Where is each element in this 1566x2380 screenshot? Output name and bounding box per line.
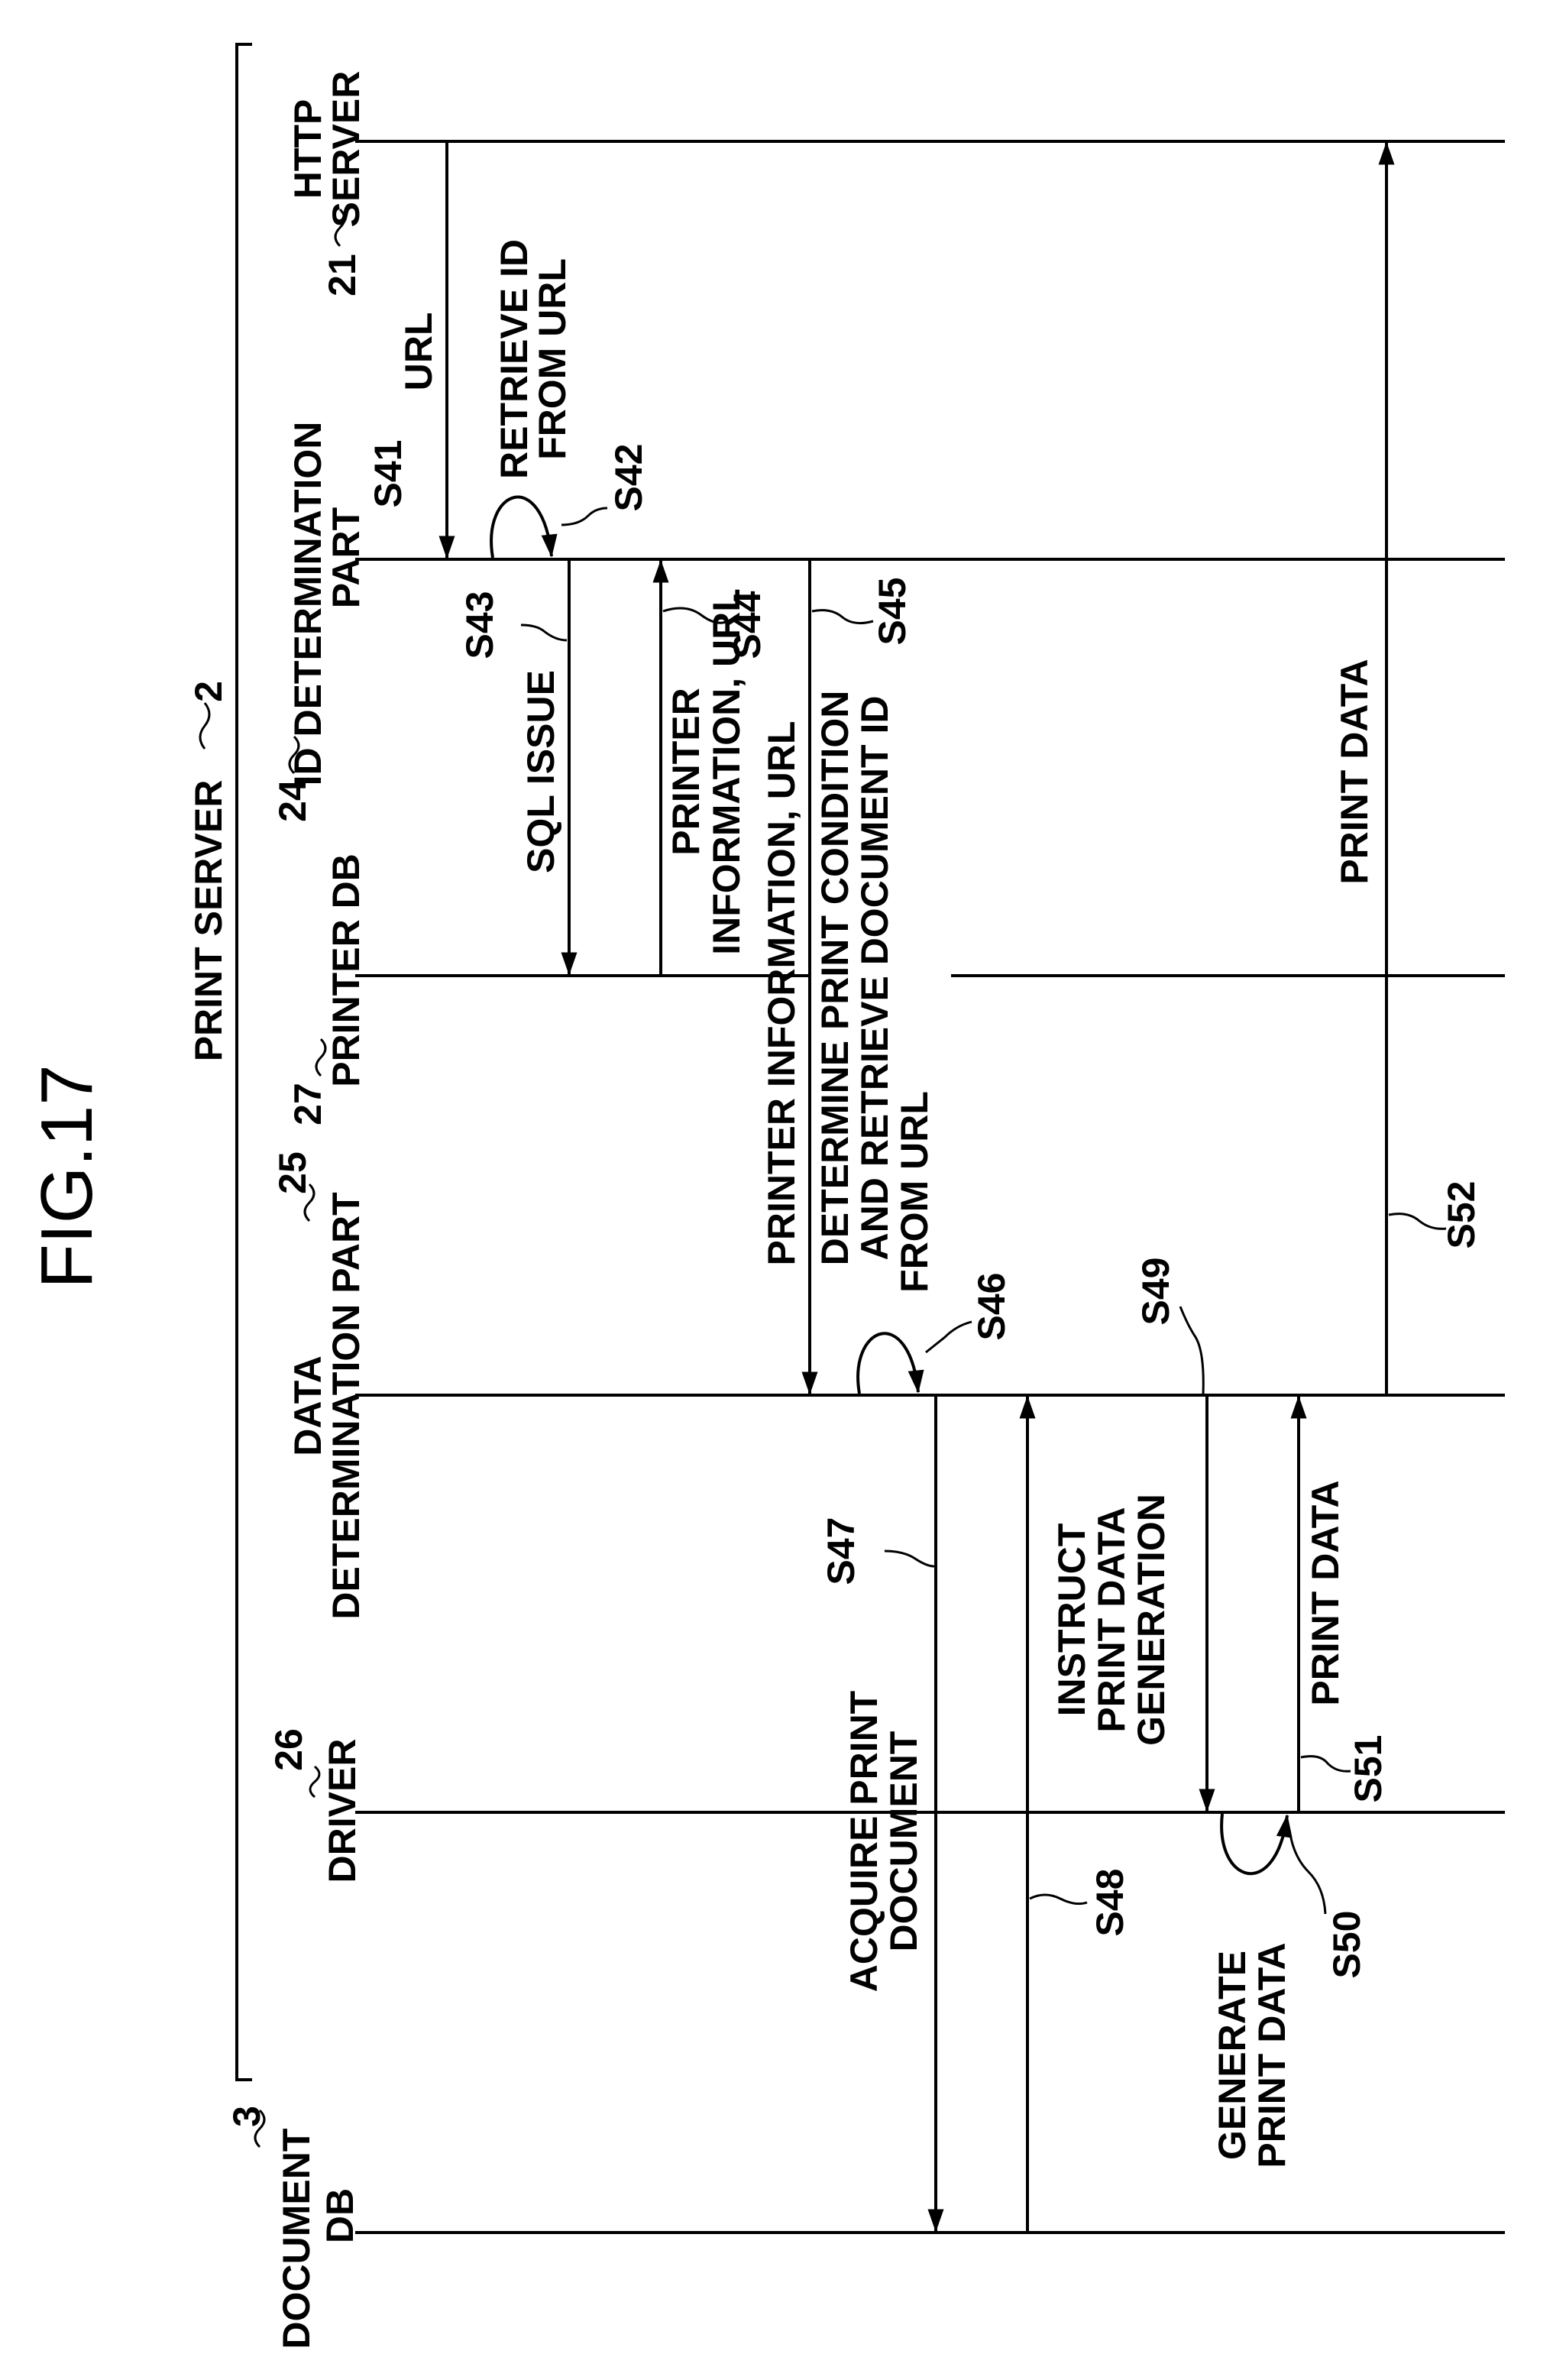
lane-ref-driver: 26	[267, 1728, 310, 1771]
step-s52-label: PRINT DATA	[1333, 659, 1376, 884]
step-s42-label-2: FROM URL	[531, 258, 574, 460]
step-s48-leader	[1029, 1893, 1088, 1906]
lane-ref-leader-printer-db	[315, 1038, 327, 1077]
step-s43-id: S43	[458, 591, 501, 659]
step-s46-label-2: AND RETRIEVE DOCUMENT ID	[853, 696, 896, 1261]
step-s52-leader	[1388, 1213, 1447, 1230]
lane-ref-leader-driver	[309, 1765, 321, 1799]
step-s47-label-1: ACQUIRE PRINT	[843, 1691, 885, 1992]
print-server-bracket	[235, 43, 252, 2081]
figure-title: FIG.17	[26, 1064, 108, 1288]
step-s44-label-2: INFORMATION, URL	[705, 588, 748, 955]
group-label: PRINT SERVER	[187, 780, 230, 1062]
loop-s50	[1220, 1813, 1293, 1876]
lane-ref-http-server: 21	[321, 254, 364, 296]
step-s46-label-1: DETERMINE PRINT CONDITION	[814, 691, 856, 1266]
group-ref: 2	[187, 681, 230, 702]
step-s47-leader	[884, 1549, 935, 1568]
lane-ref-leader-http-server	[334, 208, 346, 248]
step-s50-label-2: PRINT DATA	[1251, 1942, 1293, 2168]
step-s43-leader	[520, 623, 568, 642]
lane-label-document-db-1: DOCUMENT	[275, 2129, 318, 2349]
lane-label-driver: DRIVER	[321, 1739, 364, 1883]
step-s41-label: URL	[397, 312, 440, 391]
step-s45-label: PRINTER INFORMATION, URL	[760, 721, 803, 1266]
lane-ref-leader-document-db	[254, 2109, 266, 2148]
loop-s46	[856, 1332, 924, 1394]
step-s51-leader	[1300, 1755, 1351, 1773]
loop-s42	[490, 495, 558, 559]
step-s46-leader	[925, 1320, 972, 1354]
step-s52-id: S52	[1440, 1181, 1483, 1249]
step-s49-id: S49	[1134, 1258, 1177, 1326]
lane-ref-leader-data-determination	[303, 1183, 315, 1222]
lane-label-data-determination-2: DETERMINATION PART	[325, 1192, 367, 1619]
step-s43-label: SQL ISSUE	[519, 670, 562, 873]
step-s44-leader	[662, 607, 729, 624]
step-s49-label-3: GENERATION	[1130, 1494, 1173, 1746]
lane-label-document-db-2: DB	[319, 2188, 361, 2243]
lane-ref-document-db: 3	[225, 2106, 268, 2127]
step-s47-id: S47	[820, 1517, 862, 1585]
step-s49-leader	[1179, 1306, 1205, 1395]
step-s51-id: S51	[1347, 1735, 1390, 1803]
step-s41-id: S41	[367, 440, 409, 508]
step-s48-id: S48	[1089, 1869, 1131, 1937]
step-s45-id: S45	[871, 578, 914, 646]
step-s50-leader	[1288, 1829, 1327, 1915]
lane-label-printer-db: PRINTER DB	[325, 853, 367, 1087]
group-ref-leader	[199, 702, 211, 750]
step-s47-label-2: DOCUMENT	[882, 1731, 925, 1952]
step-s50-label-1: GENERATE	[1211, 1951, 1254, 2160]
step-s42-label-1: RETRIEVE ID	[493, 239, 535, 479]
lane-ref-leader-id-determination	[288, 735, 300, 775]
step-s46-label-3: FROM URL	[893, 1091, 936, 1293]
lane-ref-printer-db: 27	[286, 1083, 329, 1125]
step-s44-label-1: PRINTER	[665, 688, 707, 855]
step-s51-label: PRINT DATA	[1304, 1480, 1347, 1705]
step-s45-leader	[811, 609, 874, 625]
step-s49-label-1: INSTRUCT	[1050, 1524, 1093, 1717]
step-s44-id: S44	[726, 591, 768, 659]
lane-ref-id-determination: 24	[271, 779, 314, 822]
step-s46-id: S46	[970, 1273, 1013, 1341]
lane-label-http-server-2: SERVER	[325, 71, 367, 228]
lane-label-data-determination-1: DATA	[286, 1355, 329, 1456]
step-s42-id: S42	[607, 444, 650, 512]
lane-label-id-determination-2: PART	[325, 507, 367, 608]
step-s50-id: S50	[1325, 1911, 1368, 1979]
lane-label-id-determination-1: ID DETERMINATION	[286, 422, 329, 786]
step-s42-leader	[561, 507, 608, 526]
lane-ref-data-determination: 25	[271, 1151, 314, 1194]
step-s49-label-2: PRINT DATA	[1090, 1507, 1133, 1732]
lane-label-http-server-1: HTTP	[286, 99, 329, 199]
